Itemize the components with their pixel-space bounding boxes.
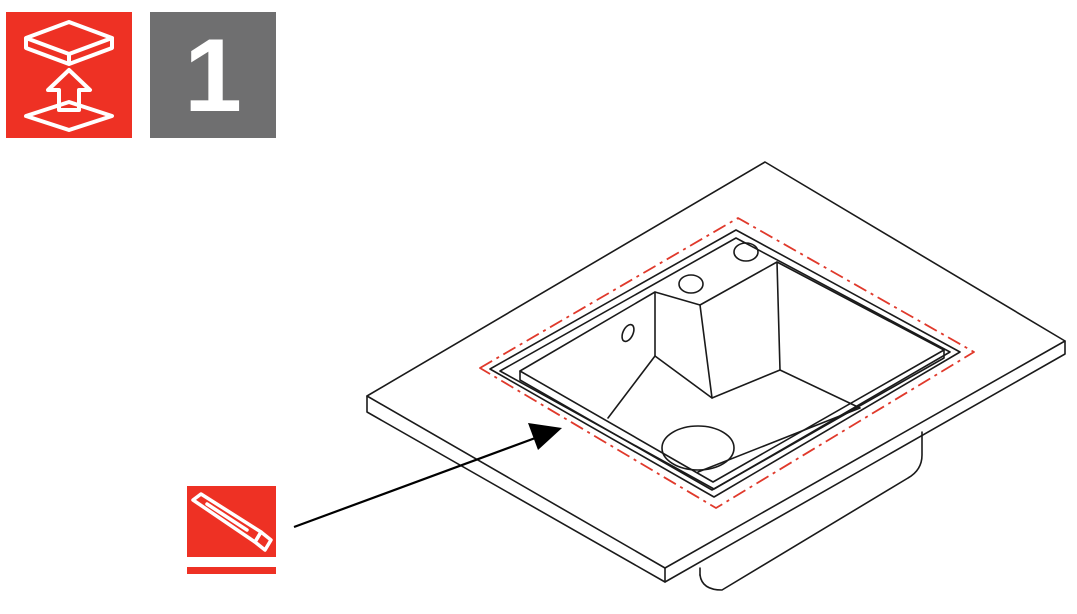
install-from-below-icon [24, 20, 114, 132]
step-number: 1 [184, 18, 242, 134]
step-number-badge: 1 [150, 12, 276, 138]
sink-basin [519, 242, 945, 491]
cutout-outline [479, 217, 975, 509]
install-from-below-badge [6, 12, 132, 138]
utility-knife-badge [187, 486, 276, 557]
countertop [366, 161, 1066, 583]
tool-underline [187, 567, 276, 574]
sink-bowl-underside [699, 431, 923, 591]
arrow-icon [293, 423, 562, 529]
utility-knife-icon [191, 492, 273, 552]
